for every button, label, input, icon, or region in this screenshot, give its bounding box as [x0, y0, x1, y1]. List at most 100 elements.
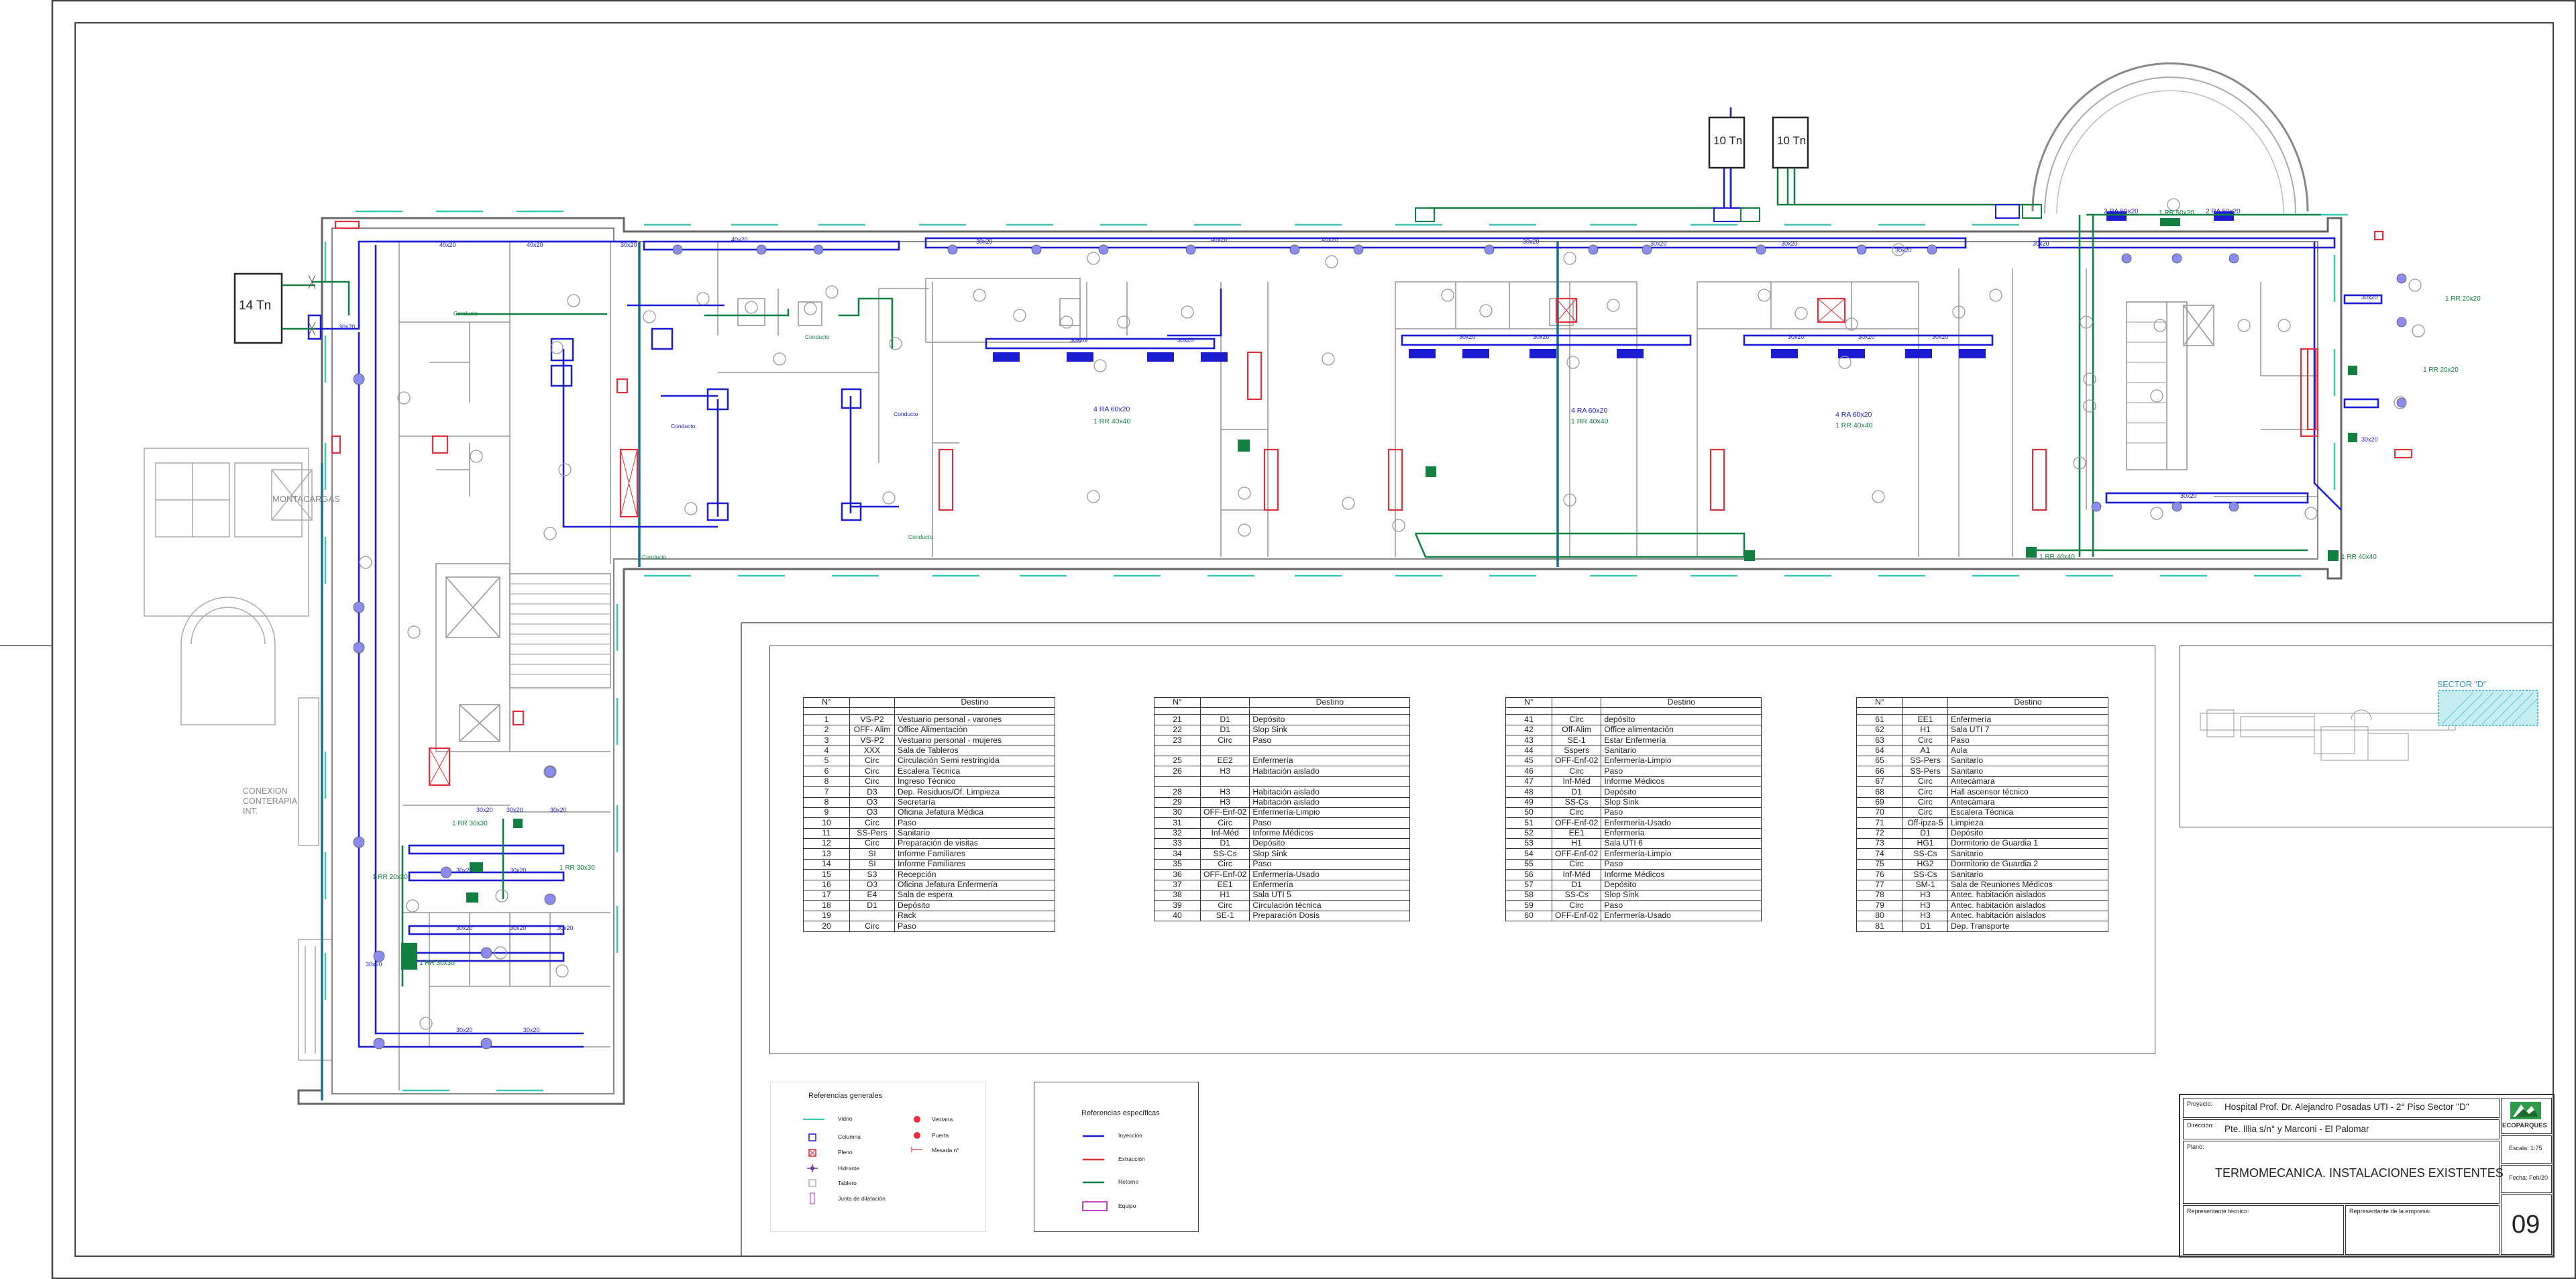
svg-text:40x20: 40x20	[527, 242, 543, 248]
room-destino: Enfermería	[1249, 755, 1411, 767]
room-number: 46	[1505, 766, 1552, 777]
ac-unit-10tn-label-1: 10 Tn	[1713, 134, 1743, 147]
conexion-label-2: CONTERAPIA	[243, 797, 298, 806]
room-number: 37	[1154, 879, 1201, 891]
room-code: Circ	[1199, 900, 1250, 911]
legend-item-retorno: Retorno	[1118, 1178, 1139, 1185]
svg-text:30x20: 30x20	[1781, 240, 1798, 247]
room-destino: Office alimentación	[1601, 724, 1762, 736]
room-code: SE-1	[1199, 910, 1250, 922]
room-destino: Informe Médicos	[1601, 869, 1762, 880]
room-number: 63	[1856, 735, 1903, 746]
room-code: H3	[1902, 900, 1948, 911]
room-code: EE1	[1551, 827, 1602, 839]
ra-top-label-2: 2 RA 50x20	[2206, 208, 2241, 215]
room-code: Circ	[1199, 858, 1250, 870]
ac-unit-10tn-2	[1772, 116, 1809, 169]
room-destino: Informe Familiares	[894, 848, 1055, 860]
room-code: Circ	[849, 755, 895, 767]
room-destino: Habitación aislado	[1249, 797, 1411, 808]
room-destino: Vestuario personal - mujeres	[894, 735, 1055, 746]
room-destino: Circulación técnica	[1249, 900, 1411, 911]
room-code: SS-Cs	[1902, 848, 1948, 860]
room-code: SE-1	[1551, 735, 1602, 746]
room-code: EE2	[1199, 755, 1250, 767]
room-destino: Dormitorio de Guardia 1	[1947, 838, 2108, 850]
table-header: N°Destino	[1856, 697, 2108, 709]
room-code: EE1	[1902, 714, 1948, 725]
svg-text:30x20: 30x20	[1650, 240, 1667, 247]
tables-frame	[769, 646, 2155, 1054]
room-destino: Enfermería-Usado	[1601, 817, 1762, 829]
room-code: SS-Cs	[1551, 797, 1602, 808]
legend-item-ventana: Ventana	[932, 1116, 953, 1123]
ac-units	[233, 116, 2042, 344]
ra-top-label-1: 2 RA 50x20	[2104, 208, 2139, 215]
header-n: N°	[1154, 697, 1201, 709]
room-code: Circ	[1551, 858, 1602, 870]
room-destino: Recepción	[894, 869, 1055, 880]
room-number: 34	[1154, 848, 1201, 860]
room-destino: Circulación Semi restringida	[894, 755, 1055, 767]
room-destino: Dormitorio de Guardia 2	[1947, 858, 2108, 870]
hydrant-pipes	[321, 242, 1559, 1101]
svg-text:30x20: 30x20	[510, 867, 527, 874]
room-destino: Oficina Jefatura Médica	[894, 807, 1055, 819]
room-destino	[1249, 776, 1411, 788]
room-number: 4	[803, 745, 850, 756]
room-destino: Sanitario	[1947, 755, 2108, 767]
room-destino: Enfermería	[1947, 714, 2108, 725]
room-code: Circ	[1199, 817, 1250, 829]
svg-text:40x20: 40x20	[731, 236, 748, 243]
outer-border	[51, 0, 2576, 1279]
room-destino: depósito	[1601, 714, 1762, 725]
room-code: SS-Pers	[849, 827, 895, 839]
room-code: Circ	[849, 817, 895, 829]
room-destino: Paso	[1249, 735, 1411, 746]
room-destino: Office Alimentación	[894, 724, 1055, 736]
room-code: E4	[849, 890, 895, 901]
room-number: 65	[1856, 755, 1903, 767]
legend-specific: Referencias específicas Inyección Extrac…	[1034, 1082, 1199, 1232]
proyecto-value: Hospital Prof. Dr. Alejandro Posadas UTI…	[2224, 1102, 2469, 1112]
room-destino: Antecámara	[1947, 797, 2108, 808]
room-number: 68	[1856, 786, 1903, 798]
room-number: 9	[803, 807, 850, 819]
room-destino: Dep. Transporte	[1947, 921, 2108, 932]
svg-text:30x20: 30x20	[1523, 238, 1540, 245]
room-destino: Preparación Dosis	[1249, 910, 1411, 922]
svg-text:30x20: 30x20	[1895, 247, 1912, 254]
room-code: OFF-Enf-02	[1551, 755, 1602, 767]
room-number: 8	[803, 797, 850, 808]
room-number: 18	[803, 900, 850, 911]
svg-text:30x20: 30x20	[456, 867, 473, 874]
room-number: 8	[803, 776, 850, 788]
room-code: O3	[849, 807, 895, 819]
svg-text:30x20: 30x20	[1459, 334, 1476, 340]
room-code: Inf-Méd	[1551, 776, 1602, 788]
rr-bottom-label-1: 1 RR 40x40	[2039, 554, 2075, 561]
rr-bottom-label-2: 1 RR 40x40	[2341, 554, 2377, 561]
room-code: OFF-Enf-02	[1551, 817, 1602, 829]
